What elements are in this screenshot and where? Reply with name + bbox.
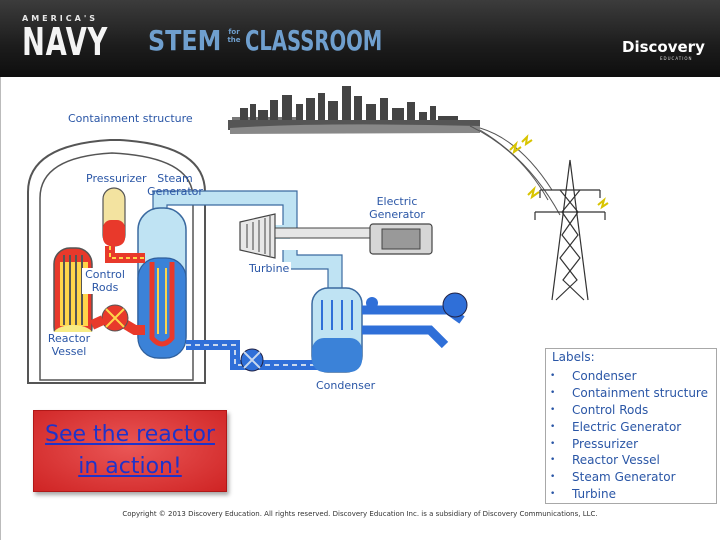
list-item: •Condenser [550, 369, 637, 384]
bullet-icon: • [550, 404, 556, 415]
bullet-icon: • [550, 388, 556, 399]
transmission-tower [534, 159, 606, 301]
power-lines [469, 125, 561, 216]
control-rods-label: Control Rods [82, 268, 128, 294]
electric-generator-label: Electric Generator [369, 195, 425, 221]
discovery-logo: Discovery [622, 38, 705, 56]
labels-list: •Condenser •Containment structure •Contr… [550, 368, 708, 502]
list-item: •Steam Generator [550, 470, 676, 485]
stem-for-the-text: for the [227, 28, 241, 44]
list-item: •Electric Generator [550, 419, 682, 434]
list-item: •Containment structure [550, 386, 708, 401]
list-item: •Turbine [550, 486, 616, 501]
bullet-icon: • [550, 421, 556, 432]
list-item: •Reactor Vessel [550, 453, 660, 468]
containment-structure-label: Containment structure [68, 112, 193, 125]
reactor-in-action-link[interactable]: See the reactor in action! [45, 422, 215, 479]
city-skyline [228, 86, 480, 134]
bullet-icon: • [550, 472, 556, 483]
bullet-icon: • [550, 488, 556, 499]
bullet-icon: • [550, 371, 556, 382]
navy-logo: NAVY [22, 20, 109, 64]
cooling-water-loop [362, 305, 465, 349]
header-banner: AMERICA'S NAVY STEM for the CLASSROOM Di… [0, 0, 720, 77]
slide-border [0, 77, 720, 540]
labels-panel: Labels: •Condenser •Containment structur… [545, 348, 717, 504]
stem-logo-text: STEM [148, 24, 222, 57]
list-item: •Control Rods [550, 402, 649, 417]
copyright-text: Copyright © 2013 Discovery Education. Al… [122, 510, 598, 518]
bullet-icon: • [550, 455, 556, 466]
turbine-label: Turbine [247, 262, 292, 275]
steam-generator-label: Steam Generator [147, 172, 203, 198]
labels-panel-title: Labels: [552, 350, 595, 364]
electric-sparks [509, 134, 609, 210]
condenser-label: Condenser [316, 379, 376, 392]
reactor-vessel-label: Reactor Vessel [44, 332, 94, 358]
reactor-in-action-button[interactable]: See the reactor in action! [33, 410, 227, 492]
discovery-logo-sub: EDUCATION [660, 56, 693, 61]
turbine-casing [239, 213, 276, 259]
cooling-pump [442, 292, 468, 318]
navy-logo-small-text: AMERICA'S [22, 14, 99, 23]
classroom-logo-text: CLASSROOM [245, 24, 383, 57]
list-item: •Pressurizer [550, 436, 639, 451]
bullet-icon: • [550, 438, 556, 449]
pressurizer-label: Pressurizer [86, 172, 147, 185]
